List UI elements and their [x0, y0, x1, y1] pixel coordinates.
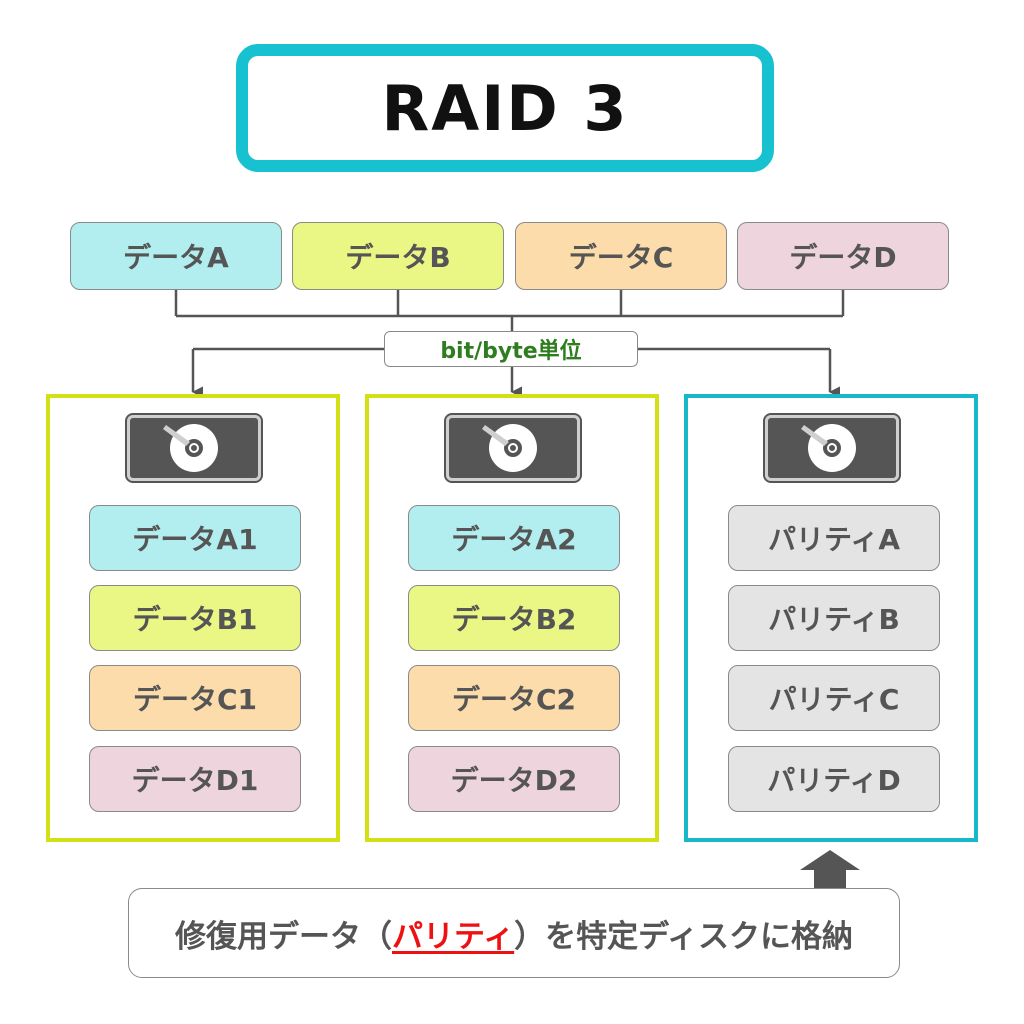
- note-highlight: パリティ: [392, 918, 515, 955]
- disk2-block-d2: データD2: [408, 746, 620, 812]
- disk2-block-a2: データA2: [408, 505, 620, 571]
- disk2-block-b2: データB2: [408, 585, 620, 651]
- disk1-block-a1: データA1: [89, 505, 301, 571]
- hard-disk-icon: [444, 413, 582, 483]
- disk1-block-b1: データB1: [89, 585, 301, 651]
- hard-disk-icon: [125, 413, 263, 483]
- disk2-block-c2: データC2: [408, 665, 620, 731]
- disk1-block-c1: データC1: [89, 665, 301, 731]
- note-prefix: 修復用データ（: [175, 918, 392, 955]
- source-data-d: データD: [737, 222, 949, 290]
- hard-disk-icon: [763, 413, 901, 483]
- parity-block-c: パリティC: [728, 665, 940, 731]
- title-box: RAID 3: [236, 44, 774, 172]
- page-title: RAID 3: [381, 71, 629, 145]
- parity-block-d: パリティD: [728, 746, 940, 812]
- parity-block-b: パリティB: [728, 585, 940, 651]
- split-unit-label: bit/byte単位: [384, 331, 638, 367]
- parity-block-a: パリティA: [728, 505, 940, 571]
- parity-note: 修復用データ（パリティ）を特定ディスクに格納: [128, 888, 900, 978]
- disk1-block-d1: データD1: [89, 746, 301, 812]
- source-data-a: データA: [70, 222, 282, 290]
- source-data-b: データB: [292, 222, 504, 290]
- source-data-c: データC: [515, 222, 727, 290]
- note-suffix: ）を特定ディスクに格納: [514, 918, 853, 955]
- arrow-up-icon: [800, 850, 860, 888]
